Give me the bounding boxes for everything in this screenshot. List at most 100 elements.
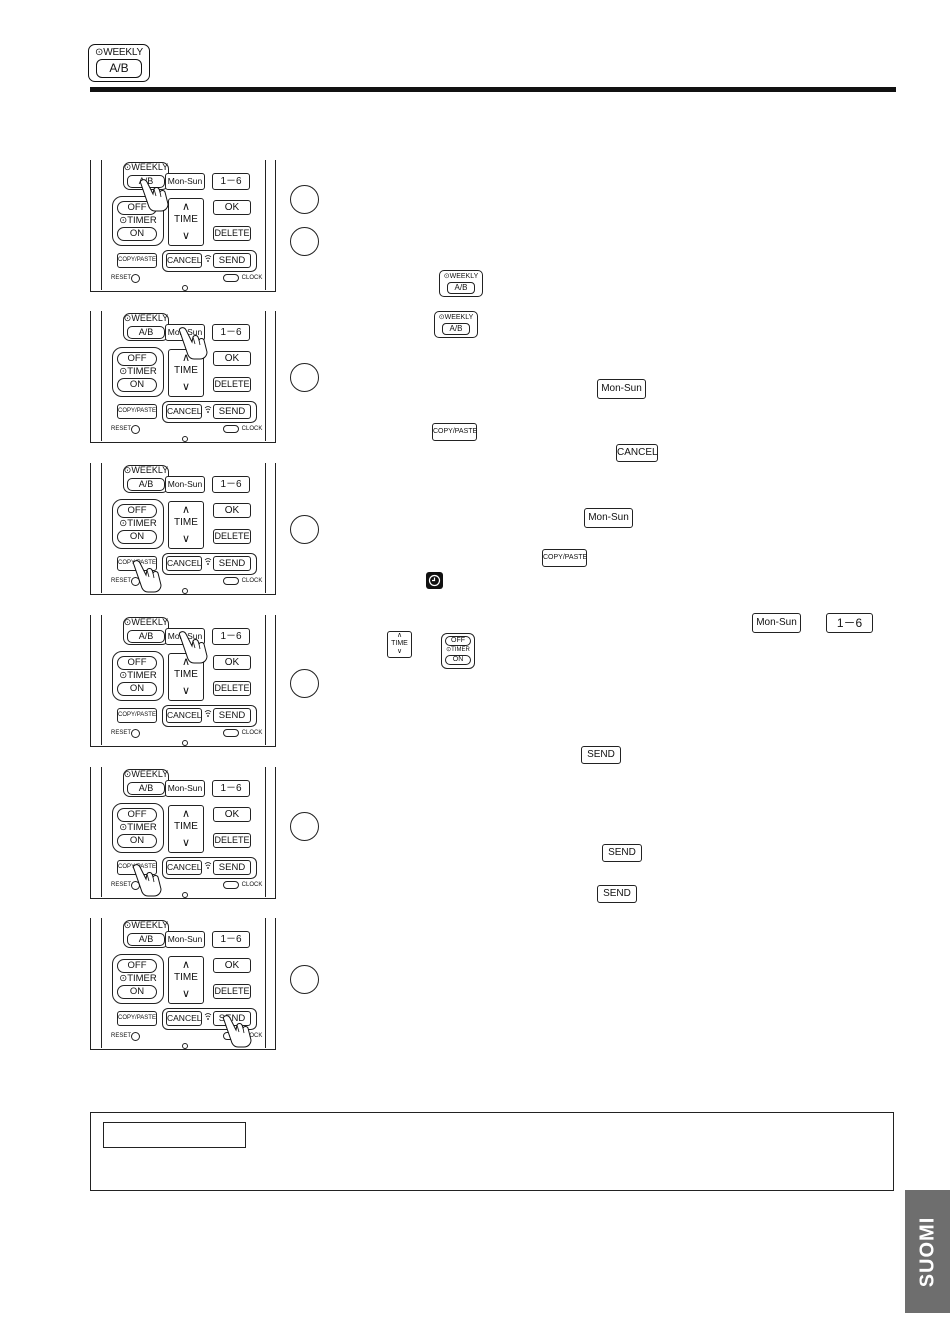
step-circle-3: [290, 363, 319, 392]
signal-icon: [204, 861, 212, 875]
mon-sun-button[interactable]: Mon-Sun: [165, 931, 205, 948]
weekly-label: ⊙WEEKLY: [123, 313, 169, 323]
time-rocker-button[interactable]: ∧TIME∨: [168, 501, 204, 549]
on-button[interactable]: ON: [117, 530, 157, 544]
off-button[interactable]: OFF: [117, 959, 157, 973]
one-six-button[interactable]: 1－6: [212, 780, 250, 797]
ab-button[interactable]: A/B: [127, 782, 165, 795]
ok-button[interactable]: OK: [213, 655, 251, 670]
cancel-button[interactable]: CANCEL: [166, 404, 202, 419]
reset-hole[interactable]: [131, 274, 140, 283]
ok-button[interactable]: OK: [213, 958, 251, 973]
one-six-button[interactable]: 1－6: [212, 476, 250, 493]
one-six-button[interactable]: 1－6: [212, 173, 250, 190]
send-button[interactable]: SEND: [213, 253, 251, 268]
weekly-ab-header-icon: ⊙WEEKLY A/B: [88, 44, 150, 82]
copy-paste-button[interactable]: COPY/PASTE: [117, 708, 157, 723]
delete-button[interactable]: DELETE: [213, 226, 251, 241]
remote-body: ⊙WEEKLYA/BMon-Sun1－6OFF⊙TIMERON∧TIME∨OKD…: [101, 615, 266, 746]
one-six-button[interactable]: 1－6: [212, 324, 250, 341]
time-up-arrow: ∧: [181, 504, 191, 516]
one-six-button[interactable]: 1－6: [212, 628, 250, 645]
off-button[interactable]: OFF: [117, 504, 157, 518]
ok-button[interactable]: OK: [213, 351, 251, 366]
time-up-arrow: ∧: [181, 808, 191, 820]
time-rocker-button[interactable]: ∧TIME∨: [168, 805, 204, 853]
on-button[interactable]: ON: [117, 682, 157, 696]
copy-paste-button[interactable]: COPY/PASTE: [117, 1011, 157, 1026]
delete-button[interactable]: DELETE: [213, 681, 251, 696]
ok-button[interactable]: OK: [213, 807, 251, 822]
timer-label: ⊙TIMER: [119, 822, 157, 833]
inline-ab-label: A/B: [447, 282, 475, 294]
signal-icon: [204, 254, 212, 268]
on-button[interactable]: ON: [117, 227, 157, 241]
pointing-hand-icon: [178, 326, 208, 360]
off-button[interactable]: OFF: [117, 656, 157, 670]
clock-button[interactable]: [223, 577, 239, 585]
ab-button[interactable]: A/B: [127, 326, 165, 339]
inline-time-label: TIME: [391, 640, 408, 647]
inline-copy-paste-icon-1: COPY/PASTE: [432, 423, 477, 441]
ab-button[interactable]: A/B: [127, 630, 165, 643]
mon-sun-button[interactable]: Mon-Sun: [165, 173, 205, 190]
delete-button[interactable]: DELETE: [213, 377, 251, 392]
timer-group: [112, 347, 164, 397]
reset-hole[interactable]: [131, 425, 140, 434]
time-up-arrow: ∧: [181, 352, 191, 364]
ab-button[interactable]: A/B: [127, 933, 165, 946]
weekly-label: ⊙WEEKLY: [123, 465, 169, 475]
cancel-button[interactable]: CANCEL: [166, 556, 202, 571]
send-button[interactable]: SEND: [213, 404, 251, 419]
ab-button[interactable]: A/B: [127, 478, 165, 491]
clock-label: CLOCK: [241, 578, 263, 584]
reset-hole[interactable]: [131, 1032, 140, 1041]
cancel-send-group: [162, 250, 257, 272]
time-rocker-button[interactable]: ∧TIME∨: [168, 956, 204, 1004]
reset-label: RESET: [110, 426, 131, 432]
delete-button[interactable]: DELETE: [213, 529, 251, 544]
remote-illustration-2: ⊙WEEKLYA/BMon-Sun1－6OFF⊙TIMERON∧TIME∨OKD…: [90, 311, 276, 443]
indicator-dot: [182, 436, 188, 442]
cancel-button[interactable]: CANCEL: [166, 860, 202, 875]
ok-button[interactable]: OK: [213, 200, 251, 215]
cancel-button[interactable]: CANCEL: [166, 1011, 202, 1026]
off-button[interactable]: OFF: [117, 201, 157, 215]
timer-group: [112, 803, 164, 853]
clock-button[interactable]: [223, 274, 239, 282]
mon-sun-button[interactable]: Mon-Sun: [165, 780, 205, 797]
clock-button[interactable]: [223, 729, 239, 737]
copy-paste-button[interactable]: COPY/PASTE: [117, 404, 157, 419]
signal-icon: [204, 557, 212, 571]
time-rocker-button[interactable]: ∧TIME∨: [168, 198, 204, 246]
send-button[interactable]: SEND: [213, 860, 251, 875]
send-button[interactable]: SEND: [213, 708, 251, 723]
remote-illustration-4: ⊙WEEKLYA/BMon-Sun1－6OFF⊙TIMERON∧TIME∨OKD…: [90, 615, 276, 747]
timer-label: ⊙TIMER: [119, 366, 157, 377]
cancel-button[interactable]: CANCEL: [166, 708, 202, 723]
on-button[interactable]: ON: [117, 985, 157, 999]
off-button[interactable]: OFF: [117, 352, 157, 366]
mon-sun-button[interactable]: Mon-Sun: [165, 476, 205, 493]
on-button[interactable]: ON: [117, 378, 157, 392]
pointing-hand-icon: [178, 630, 208, 664]
reset-hole[interactable]: [131, 729, 140, 738]
pointing-hand-icon: [222, 1014, 252, 1048]
send-button[interactable]: SEND: [213, 556, 251, 571]
clock-button[interactable]: [223, 425, 239, 433]
delete-button[interactable]: DELETE: [213, 833, 251, 848]
clock-button[interactable]: [223, 881, 239, 889]
off-button[interactable]: OFF: [117, 808, 157, 822]
remote-body: ⊙WEEKLYA/BMon-Sun1－6OFF⊙TIMERON∧TIME∨OKD…: [101, 160, 266, 291]
cancel-button[interactable]: CANCEL: [166, 253, 202, 268]
delete-button[interactable]: DELETE: [213, 984, 251, 999]
ok-button[interactable]: OK: [213, 503, 251, 518]
language-tab-label: SUOMI: [916, 1216, 938, 1287]
copy-paste-button[interactable]: COPY/PASTE: [117, 253, 157, 268]
on-button[interactable]: ON: [117, 834, 157, 848]
time-label: TIME: [174, 821, 198, 832]
one-six-button[interactable]: 1－6: [212, 931, 250, 948]
weekly-label: ⊙WEEKLY: [123, 617, 169, 627]
inline-off-label: OFF: [445, 636, 471, 646]
